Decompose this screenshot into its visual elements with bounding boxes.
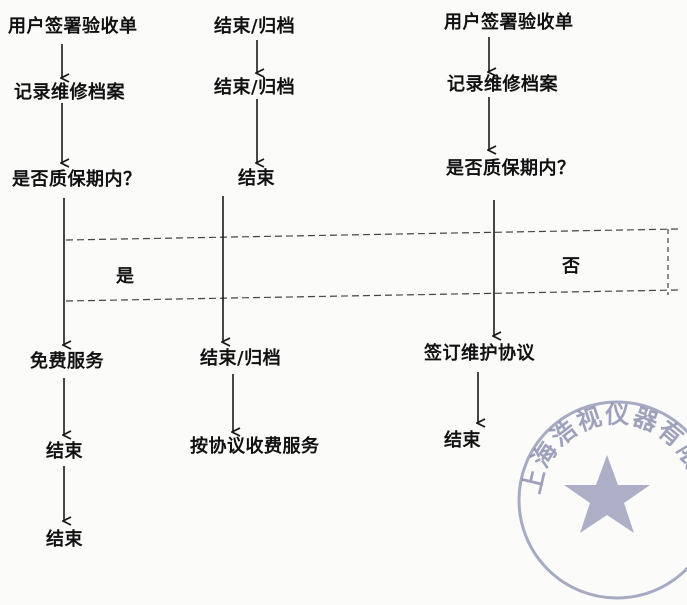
c1-user-sign-acceptance: 用户签署验收单 <box>8 16 138 37</box>
c3-record-maintenance-file: 记录维修档案 <box>447 74 558 95</box>
c2-end-archive-2: 结束/归档 <box>214 77 296 98</box>
zone-no-label: 否 <box>562 256 580 277</box>
c2-end-archive-1: 结束/归档 <box>214 16 296 37</box>
c3-sign-maintenance-agreement: 签订维护协议 <box>424 343 535 364</box>
zone-divider-bottom <box>65 289 679 302</box>
star-icon <box>564 455 650 533</box>
c1-within-warranty-question: 是否质保期内？ <box>12 169 142 190</box>
c1-free-service: 免费服务 <box>30 351 104 372</box>
company-seal-stamp: 上海浩视仪器有限公司 <box>512 395 687 600</box>
c1-end-1: 结束 <box>46 441 83 462</box>
c3-within-warranty-question: 是否质保期内？ <box>446 158 576 179</box>
c3-user-sign-acceptance: 用户签署验收单 <box>444 12 574 33</box>
c1-record-maintenance-file: 记录维修档案 <box>14 82 125 103</box>
zone-yes-label: 是 <box>116 266 134 287</box>
c2-paid-service-per-agreement: 按协议收费服务 <box>190 436 320 457</box>
c3-end: 结束 <box>444 430 481 451</box>
c2-end-archive-3: 结束/归档 <box>200 348 282 369</box>
zone-divider-top <box>65 228 679 241</box>
flowchart-connectors <box>0 37 679 562</box>
c2-end: 结束 <box>238 168 275 189</box>
c1-end-2: 结束 <box>46 529 83 550</box>
